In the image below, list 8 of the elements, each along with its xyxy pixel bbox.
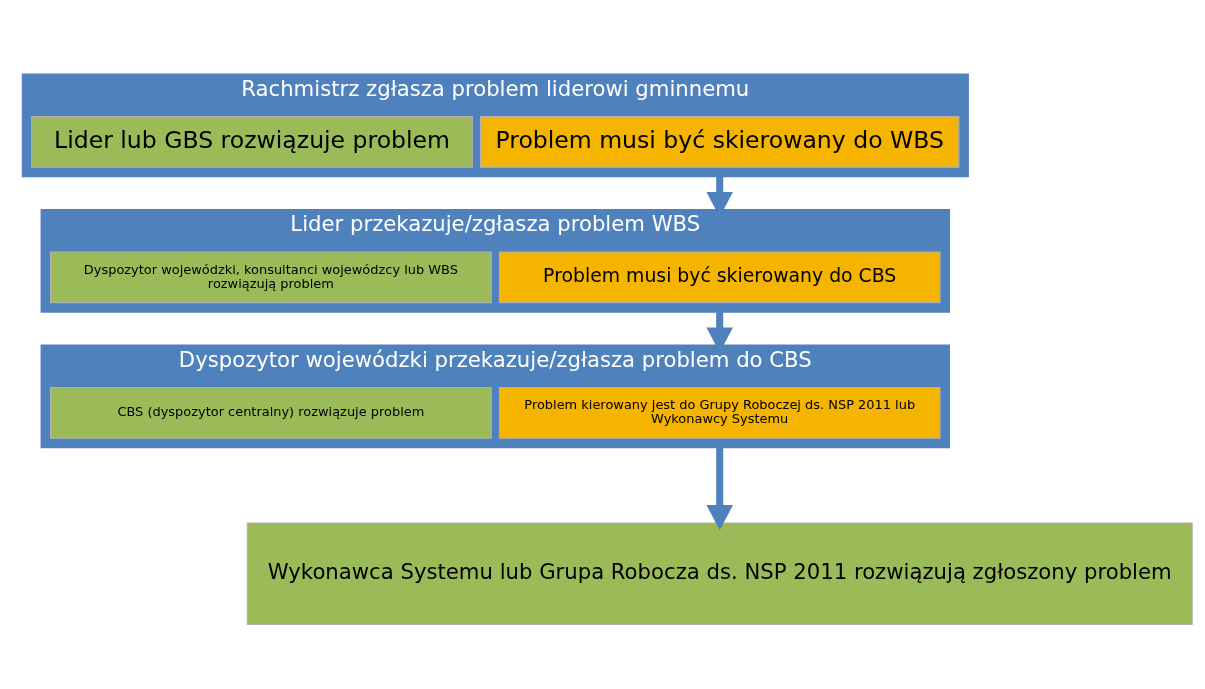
node-box: Dyspozytor wojewódzki, konsultanci wojewódzcy lub WBS rozwiązują problem xyxy=(50,251,492,304)
node-box: Problem musi być skierowany do CBS xyxy=(498,251,941,304)
node-box: CBS (dyspozytor centralny) rozwiązuje problem xyxy=(50,386,492,439)
arrow xyxy=(706,447,733,531)
node-box: Lider lub GBS rozwiązuje problem xyxy=(31,115,473,168)
node-box: Problem kierowany jest do Grupy Roboczej ds. NSP 2011 lub Wykonawcy Systemu xyxy=(498,386,941,439)
node-box: Wykonawca Systemu lub Grupa Robocza ds. NSP 2011 rozwiązują zgłoszony problem xyxy=(246,522,1193,625)
node-box: Problem musi być skierowany do WBS xyxy=(480,115,960,168)
